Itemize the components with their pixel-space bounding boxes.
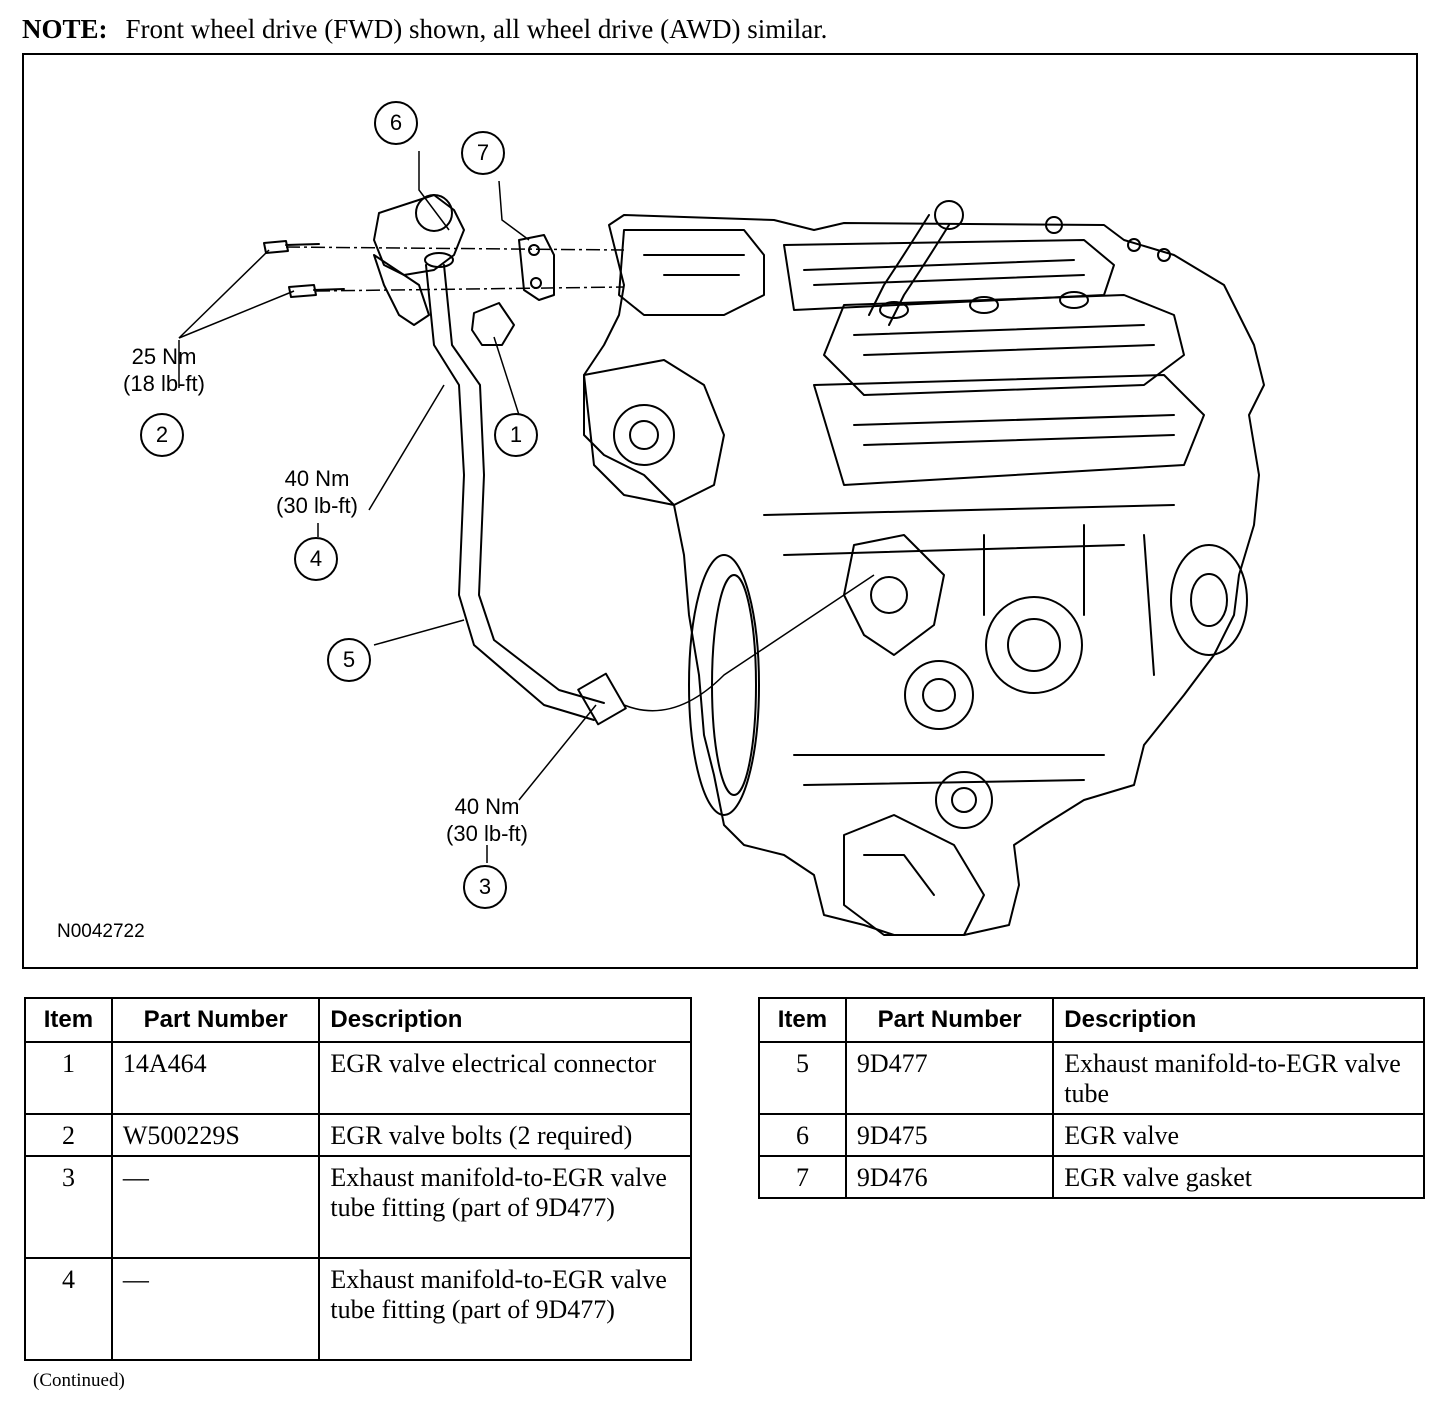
continued-note: (Continued) [33,1370,125,1391]
parts-table-left: Item Part Number Description 1 14A464 EG… [24,997,692,1361]
engine-outline [583,214,1265,936]
part-number: — [110,1156,321,1259]
header-item: Item [24,997,113,1043]
description: Exhaust manifold-to-EGR valve tube fitti… [318,1258,692,1361]
header-item: Item [758,997,847,1043]
header-part-number: Part Number [110,997,321,1043]
callout-3: 3 [463,865,507,909]
part-number: 9D476 [844,1156,1055,1199]
torque-nm: 40 Nm [454,794,520,819]
item-number: 6 [758,1114,847,1157]
table-row: 3 — Exhaust manifold-to-EGR valve tube f… [24,1156,692,1259]
item-number: 4 [24,1258,113,1361]
description: Exhaust manifold-to-EGR valve tube [1052,1042,1425,1115]
part-number: — [110,1258,321,1361]
torque-nm: 40 Nm [284,466,350,491]
engine-illustration [178,151,1265,936]
egr-valve-drawing [373,194,465,276]
item-number: 1 [24,1042,113,1115]
item-number: 7 [758,1156,847,1199]
egr-tube-drawing [425,264,595,721]
part-number: 9D477 [844,1042,1055,1115]
description: Exhaust manifold-to-EGR valve tube fitti… [318,1156,692,1259]
torque-label-fitting-upper: 40 Nm (30 lb-ft) [262,465,372,519]
egr-gasket-drawing [518,234,555,301]
callout-6: 6 [374,101,418,145]
table-row: 6 9D475 EGR valve [758,1114,1425,1157]
item-number: 3 [24,1156,113,1259]
torque-lbft: (18 lb-ft) [123,371,205,396]
torque-label-egr-bolts: 25 Nm (18 lb-ft) [109,343,219,397]
parts-table-right: Item Part Number Description 5 9D477 Exh… [758,997,1425,1199]
torque-nm: 25 Nm [131,344,197,369]
part-number: W500229S [110,1114,321,1157]
item-number: 2 [24,1114,113,1157]
callout-2: 2 [140,413,184,457]
item-number: 5 [758,1042,847,1115]
part-number: 9D475 [844,1114,1055,1157]
note-line: NOTE: Front wheel drive (FWD) shown, all … [22,14,827,45]
callout-1: 1 [494,413,538,457]
table-row: 1 14A464 EGR valve electrical connector [24,1042,692,1115]
exploded-view-figure: 25 Nm (18 lb-ft) 40 Nm (30 lb-ft) 40 Nm … [22,53,1418,969]
torque-lbft: (30 lb-ft) [446,821,528,846]
description: EGR valve [1052,1114,1425,1157]
header-description: Description [318,997,692,1043]
description: EGR valve bolts (2 required) [318,1114,692,1157]
header-description: Description [1052,997,1425,1043]
callout-5: 5 [327,638,371,682]
note-label: NOTE: [22,14,108,44]
figure-id: N0042722 [57,921,145,942]
header-part-number: Part Number [844,997,1055,1043]
table-row: 2 W500229S EGR valve bolts (2 required) [24,1114,692,1157]
torque-lbft: (30 lb-ft) [276,493,358,518]
table-row: 5 9D477 Exhaust manifold-to-EGR valve tu… [758,1042,1425,1115]
callout-7: 7 [461,131,505,175]
note-text: Front wheel drive (FWD) shown, all wheel… [125,14,828,44]
description: EGR valve gasket [1052,1156,1425,1199]
torque-label-fitting-lower: 40 Nm (30 lb-ft) [432,793,542,847]
table-row: 4 — Exhaust manifold-to-EGR valve tube f… [24,1258,692,1361]
part-number: 14A464 [110,1042,321,1115]
description: EGR valve electrical connector [318,1042,692,1115]
table-row: 7 9D476 EGR valve gasket [758,1156,1425,1199]
callout-4: 4 [294,537,338,581]
